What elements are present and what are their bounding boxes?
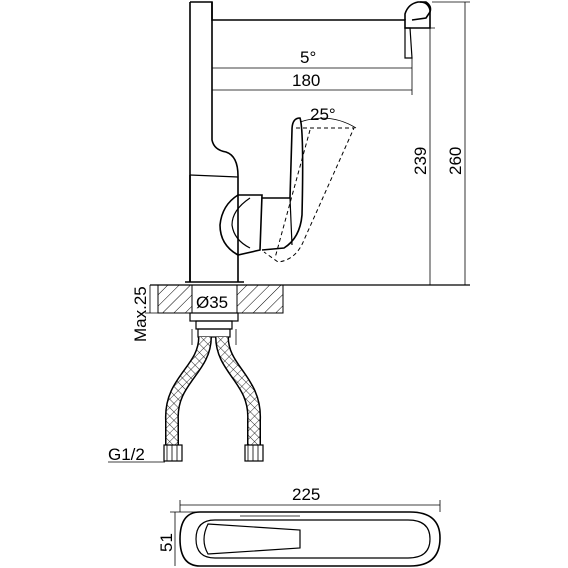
label-height-total: 260 [446,147,465,175]
top-outline [179,511,441,567]
handle-mount-inner [231,197,251,249]
lever-rotated-outline [263,127,355,263]
label-hole-diameter: Ø35 [196,293,228,312]
hose-left-braid [166,336,211,445]
label-angle-lever: 25° [310,105,336,124]
mounting-plate [197,328,231,338]
spout-tip [404,27,413,59]
hose-right-braid [216,336,260,445]
supply-hoses [163,336,264,462]
body-band-line [189,174,239,178]
label-thread: G1/2 [108,445,145,464]
lever-handle [261,117,304,251]
label-reach: 180 [292,71,320,90]
mounting-washer [195,320,233,330]
body-lower [189,175,239,282]
label-height-spout: 239 [411,147,430,175]
spout-head [404,1,432,21]
top-lever [203,523,301,555]
faucet-side-view [185,1,432,283]
hose-right-fitting [244,444,264,462]
lever-rotated-inner [274,129,311,259]
handle-mount [219,194,263,256]
label-deck-max: Max.25 [131,286,150,342]
hose-left-fitting [163,444,183,462]
spout-arm [190,1,431,29]
lever-handle-inner [289,197,293,246]
faucet-top-view [170,500,441,567]
label-angle-spout: 5° [300,48,316,67]
countertop-section [150,284,470,314]
dimension-lines [108,1,470,463]
label-width-top: 51 [157,533,176,552]
countertop-left [157,284,193,314]
label-length-top: 225 [292,485,320,504]
mounting-nut [189,312,239,322]
faucet-column [189,2,239,282]
mounting-hardware [189,312,239,345]
top-inner [195,519,431,559]
countertop-right [236,284,284,314]
dim-arc-25deg [299,117,357,129]
